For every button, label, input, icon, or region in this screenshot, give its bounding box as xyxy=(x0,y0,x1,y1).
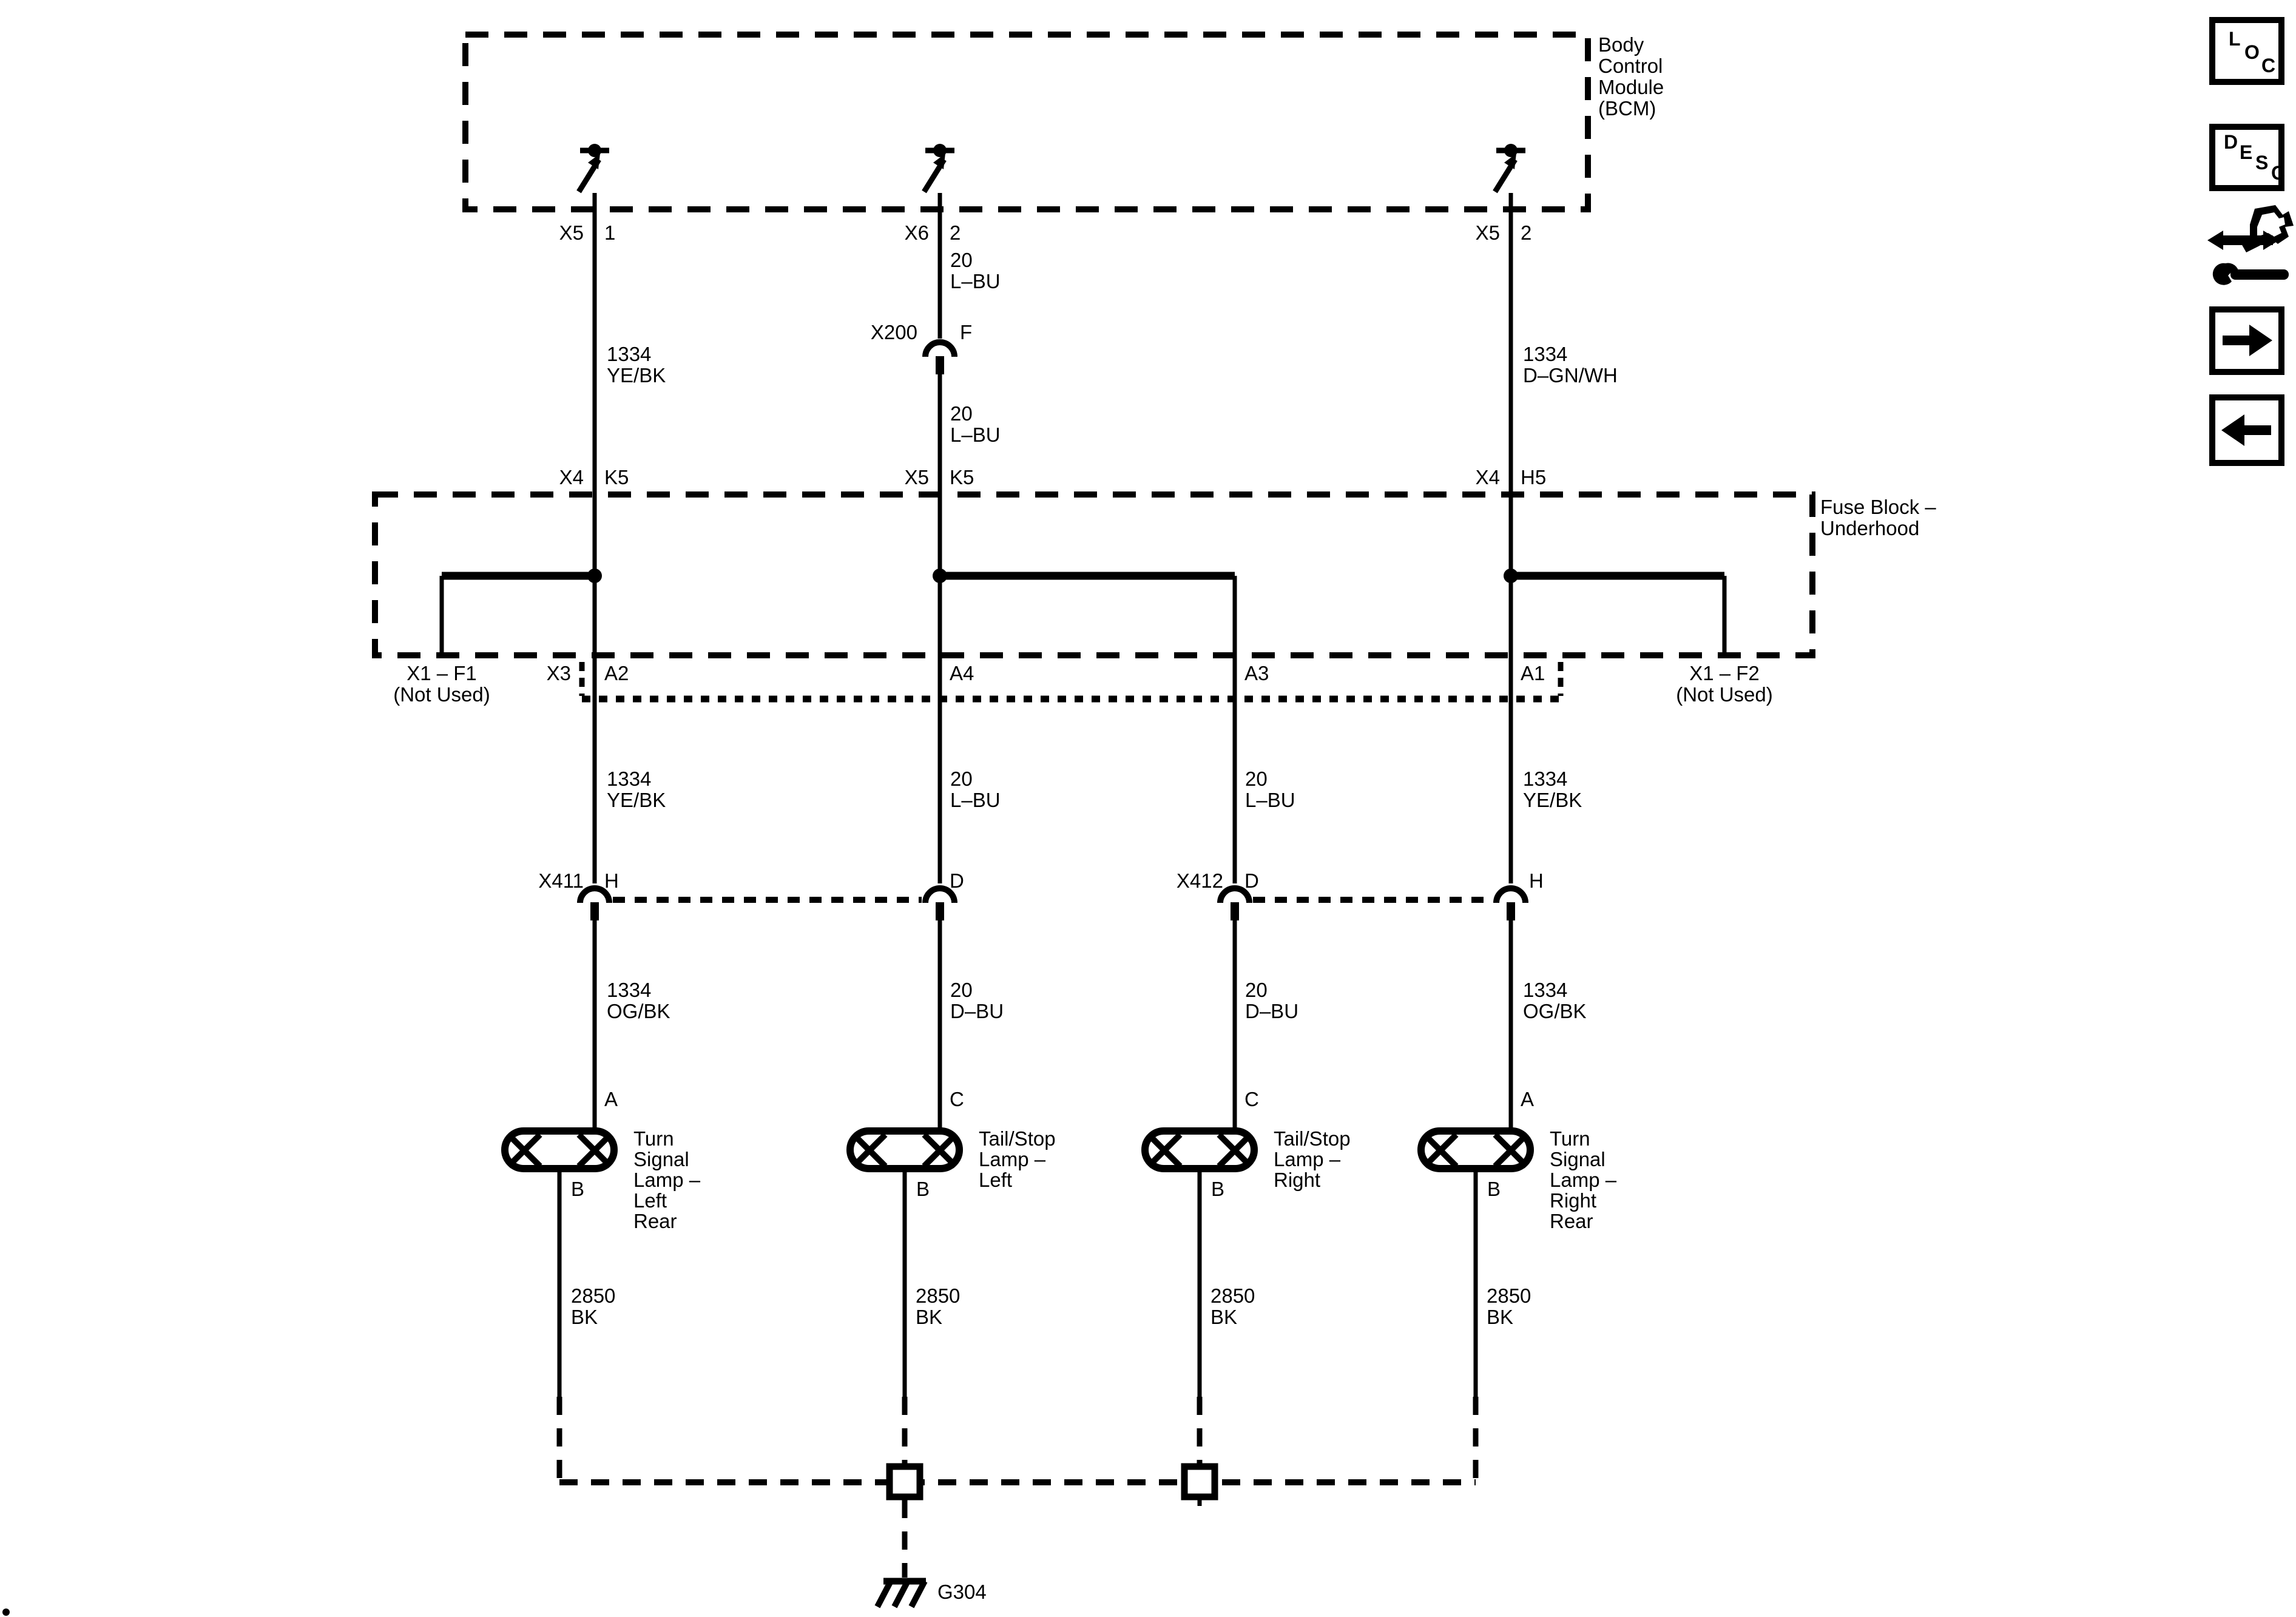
bcm-pin1-conn: X5 xyxy=(559,221,584,244)
desc-button[interactable]: D E S C xyxy=(2209,124,2286,191)
inline-connector-symbols xyxy=(577,885,1528,920)
lamp3-pin-in: C xyxy=(1244,1088,1259,1110)
x200-pin-label: F xyxy=(960,321,973,343)
x200-connector-symbol xyxy=(922,339,957,374)
back-arrow-icon xyxy=(2221,414,2271,446)
fuse-exit-pin-a4: A4 xyxy=(950,662,974,684)
bcm-pin2-conn: X6 xyxy=(904,221,929,244)
fuse-block-bus-bars xyxy=(442,569,1724,583)
junction-dot xyxy=(587,569,602,583)
loc-letter: L xyxy=(2229,28,2241,50)
bcm-label: Body Control Module (BCM) xyxy=(1598,33,1664,120)
bcm-switch-3 xyxy=(1493,144,1525,194)
fuse-exit-conn-label: X3 xyxy=(546,662,571,684)
x412-connector-label: X412 xyxy=(1176,869,1223,892)
fuse-entry1-conn: X4 xyxy=(559,466,584,488)
bcm-pin1-cavity: 1 xyxy=(604,221,616,244)
fuse-entry3-cavity: H5 xyxy=(1521,466,1547,488)
fuse-entry1-cavity: K5 xyxy=(604,466,629,488)
lamp-symbols xyxy=(501,1127,1534,1172)
fuse-block-label: Fuse Block – Underhood xyxy=(1820,496,1936,539)
lamp1-pin-out: B xyxy=(571,1178,585,1200)
bulb-x-glyphs xyxy=(506,1132,1529,1169)
x411-connector-label: X411 xyxy=(538,869,584,892)
x200-connector-label: X200 xyxy=(870,321,917,343)
bcm-pin3-cavity: 2 xyxy=(1521,221,1532,244)
desc-letter: E xyxy=(2240,141,2253,163)
lamp2-pin-out: B xyxy=(916,1178,930,1200)
desc-letter: D xyxy=(2224,131,2238,153)
lamp1-pin-in: A xyxy=(604,1088,618,1110)
junction-dot xyxy=(1504,569,1518,583)
next-arrow-button[interactable] xyxy=(2209,306,2284,375)
bcm-switch-2 xyxy=(922,144,954,194)
fuse-tap-f2-label: X1 – F2 (Not Used) xyxy=(1676,662,1773,706)
fuse-exit-pin-a2: A2 xyxy=(604,662,629,684)
fuse-exit-connector-bracket xyxy=(579,662,1564,703)
fuse-exit-pin-a3: A3 xyxy=(1244,662,1269,684)
x411-pin-left: H xyxy=(604,869,619,892)
lamp4-pin-in: A xyxy=(1521,1088,1535,1110)
bcm-pin2-cavity: 2 xyxy=(950,221,961,244)
fuse-entry2-cavity: K5 xyxy=(950,466,974,488)
desc-letter: S xyxy=(2255,152,2269,174)
fuse-tap-f1-label: X1 – F1 (Not Used) xyxy=(393,662,490,706)
bcm-pin3-conn: X5 xyxy=(1475,221,1500,244)
lamp2-pin-in: C xyxy=(950,1088,964,1110)
desc-letter: C xyxy=(2271,162,2286,184)
fuse-block-box xyxy=(372,491,1815,658)
next-arrow-icon xyxy=(2223,325,2272,356)
x411-pin-right: D xyxy=(950,869,964,892)
ground-symbol xyxy=(874,1578,928,1609)
x412-pin-right: H xyxy=(1529,869,1544,892)
fuse-exit-pin-a1: A1 xyxy=(1521,662,1545,684)
loc-button[interactable]: L O C xyxy=(2209,17,2284,85)
ground-label: G304 xyxy=(937,1581,987,1603)
wires-vertical xyxy=(439,193,1727,1397)
bcm-switch-1 xyxy=(576,144,609,194)
fuse-entry3-conn: X4 xyxy=(1475,466,1500,488)
back-arrow-button[interactable] xyxy=(2209,394,2284,466)
page-mark-dot xyxy=(2,1609,10,1616)
lamp4-pin-out: B xyxy=(1487,1178,1501,1200)
bcm-box xyxy=(462,32,1591,212)
splice-symbols xyxy=(886,1463,1218,1506)
ground-bus-dashed xyxy=(556,1397,1479,1578)
lamp3-pin-out: B xyxy=(1211,1178,1225,1200)
x412-pin-left: D xyxy=(1244,869,1259,892)
loc-letter: C xyxy=(2261,55,2276,76)
junction-dot xyxy=(933,569,947,583)
wiring-connector-tools-icon[interactable] xyxy=(2207,201,2296,289)
fuse-entry2-conn: X5 xyxy=(904,466,929,488)
loc-letter: O xyxy=(2244,41,2260,63)
